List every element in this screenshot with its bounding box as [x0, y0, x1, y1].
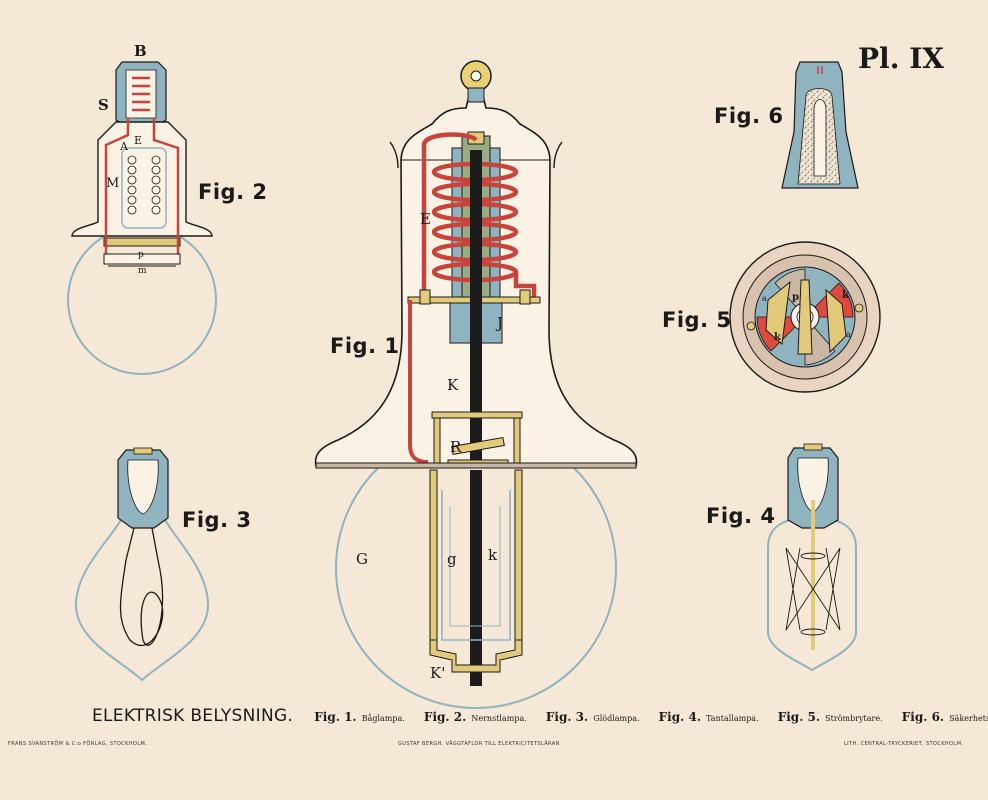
fig5-letter-a-left: a	[762, 294, 767, 303]
fig5-letter-k-left: k	[774, 332, 781, 343]
printer-credit: LITH. CENTRAL-TRYCKERIET, STOCKHOLM.	[844, 741, 964, 747]
caption-entry-fig: Fig. 5.	[777, 710, 821, 724]
fig2-letter-b: B	[134, 42, 147, 60]
caption-entry-fig: Fig. 2.	[423, 710, 467, 724]
caption-entry: Fig. 4. Tantallampa.	[659, 706, 759, 725]
fig1-letter-e: E	[420, 210, 431, 228]
fig1-arc-lamp	[314, 60, 638, 709]
caption-entry-desc: Strömbrytare.	[825, 714, 883, 723]
fig2-nernst-lamp	[67, 61, 217, 375]
fig5-letter-k-right: k	[842, 290, 849, 301]
fig1-letter-g-upper: G	[356, 550, 368, 568]
fig4-label: Fig. 4	[706, 504, 776, 528]
publisher-credit: FRANS SVANSTRÖM & C:o FÖRLAG, STOCKHOLM.	[8, 741, 148, 747]
fig1-letter-k-prime: K'	[430, 664, 446, 682]
caption-entry-fig: Fig. 1.	[314, 710, 357, 724]
fig3-incandescent-lamp	[74, 447, 210, 682]
caption-entry-desc: Nernstlampa.	[471, 714, 527, 723]
fig6-fuse	[781, 61, 859, 189]
caption-entry-desc: Glödlampa.	[593, 714, 640, 723]
fig5-label: Fig. 5	[662, 308, 732, 332]
series-credit: GUSTAF BERGH. VÄGGTAFLOR TILL ELEKTRICIT…	[398, 741, 560, 747]
fig5-letter-p: p	[792, 292, 799, 303]
caption-entry-desc: Båglampa.	[361, 714, 405, 723]
fig2-letter-e: E	[134, 134, 143, 147]
fig2-letter-m: m	[138, 266, 147, 276]
fig1-letter-r: R	[450, 438, 462, 456]
caption-entry: Fig. 5. Strömbrytare.	[778, 706, 883, 725]
caption-entry: Fig. 6. Säkerhetspropp.	[902, 706, 988, 725]
fig2-label: Fig. 2	[198, 180, 268, 204]
caption-entry: Fig. 3. Glödlampa.	[546, 706, 640, 725]
fig3-label: Fig. 3	[182, 508, 252, 532]
fig4-tantalum-lamp	[767, 443, 857, 672]
caption-entry-desc: Säkerhetspropp.	[949, 714, 988, 723]
caption: ELEKTRISK BELYSNING. Fig. 1. Båglampa. F…	[92, 706, 988, 726]
fig1-lower-carbon	[470, 470, 482, 686]
caption-entry-desc: Tantallampa.	[706, 714, 759, 723]
fig3-glass-bulb	[74, 517, 210, 682]
fig1-letter-j: J	[497, 314, 504, 332]
fig1-letter-g-lower: g	[447, 550, 457, 568]
caption-entry: Fig. 1. Båglampa.	[314, 706, 405, 725]
fig5-switch	[729, 241, 881, 393]
fig2-letter-s: S	[98, 96, 109, 114]
fig1-upper-carbon	[470, 150, 482, 460]
fig1-label: Fig. 1	[330, 334, 400, 358]
fig6-label: Fig. 6	[714, 104, 784, 128]
fig2-letter-p: p	[138, 250, 144, 260]
plate-number: Pl. IX	[858, 42, 945, 75]
fig1-letter-k: K	[447, 376, 459, 394]
fig5-letter-a-right: a	[846, 330, 851, 339]
caption-entry-fig: Fig. 4.	[658, 710, 701, 724]
caption-entry-fig: Fig. 6.	[901, 710, 945, 724]
fig2-glass-bulb	[67, 225, 217, 375]
fig2-letter-a: A	[120, 140, 128, 153]
fig4-glass-bulb	[767, 519, 857, 672]
caption-title: ELEKTRISK BELYSNING.	[92, 706, 294, 726]
fig2-letter-m-upper: M	[106, 176, 120, 191]
fig1-letter-k-lower: k	[488, 546, 498, 564]
caption-entry-fig: Fig. 3.	[545, 710, 589, 724]
caption-entry: Fig. 2. Nernstlampa.	[424, 706, 527, 725]
